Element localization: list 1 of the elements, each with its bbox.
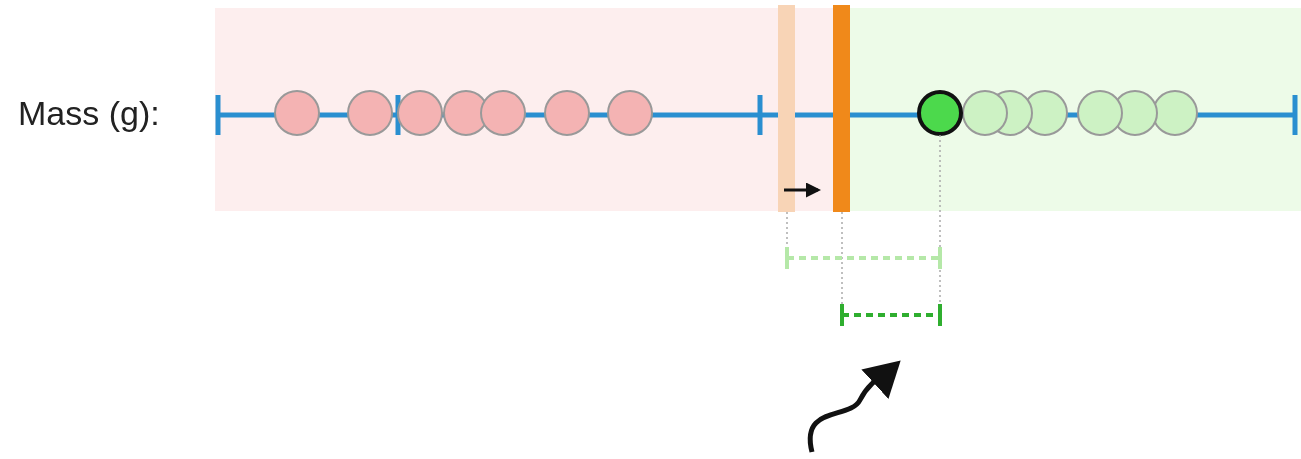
axis-label: Mass (g): [18,94,160,133]
